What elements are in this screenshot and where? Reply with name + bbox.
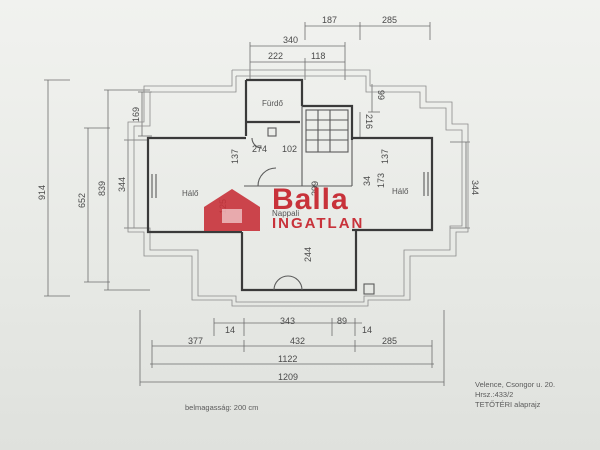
dim-in-137a: 137	[230, 149, 240, 164]
dim-right-99: 99	[376, 90, 386, 100]
dim-bottom-14b: 14	[362, 325, 372, 335]
dim-bottom-285: 285	[382, 336, 397, 346]
logo-word-ingatlan: INGATLAN	[272, 215, 365, 232]
dim-top-187: 187	[322, 15, 337, 25]
dim-left-914: 914	[37, 185, 47, 200]
dim-right-216: 216	[364, 114, 374, 129]
dim-in-173: 173	[376, 173, 386, 188]
dim-top-222: 222	[268, 51, 283, 61]
dim-left-652: 652	[77, 193, 87, 208]
ceiling-height-text: belmagasság: 200 cm	[185, 403, 259, 412]
dim-bottom-1209: 1209	[278, 372, 298, 382]
dim-bottom-1122: 1122	[278, 354, 297, 364]
dim-in-299: 299	[310, 181, 320, 196]
room-label-bedroom-right: Hálő	[392, 187, 409, 196]
dim-top-118: 118	[311, 51, 325, 61]
dim-in-102: 102	[282, 144, 297, 154]
dim-bottom-14a: 14	[225, 325, 235, 335]
plan-title-text: TETŐTÉRI alaprajz	[475, 400, 541, 409]
dim-left-169: 169	[131, 107, 141, 122]
dim-bottom-89: 89	[337, 316, 347, 326]
dim-in-137b: 137	[380, 149, 390, 164]
dim-right-344: 344	[470, 180, 480, 195]
dim-bottom-432: 432	[290, 336, 305, 346]
dim-in-274: 274	[252, 144, 267, 154]
dim-bottom-377: 377	[188, 336, 203, 346]
house-logo-icon	[204, 189, 260, 231]
balla-ingatlan-watermark: Balla INGATLAN	[200, 183, 405, 235]
room-label-bedroom-left: Hálő	[182, 189, 199, 198]
room-label-bath: Fürdő	[262, 99, 283, 108]
dim-top-340: 340	[283, 35, 298, 45]
dim-in-244: 244	[303, 247, 313, 262]
room-label-hall: Nappali	[272, 209, 299, 218]
dim-in-34: 34	[362, 176, 372, 186]
title-block: Velence, Csongor u. 20. Hrsz.:433/2 TETŐ…	[475, 380, 555, 410]
dim-left-344: 344	[117, 177, 127, 192]
logo-word-balla: Balla	[272, 183, 349, 216]
dim-top-285: 285	[382, 15, 397, 25]
address-text: Velence, Csongor u. 20.	[475, 380, 556, 389]
dim-left-839: 839	[97, 181, 107, 196]
dim-bottom-343: 343	[280, 316, 295, 326]
parcel-text: Hrsz.:433/2	[475, 390, 514, 399]
